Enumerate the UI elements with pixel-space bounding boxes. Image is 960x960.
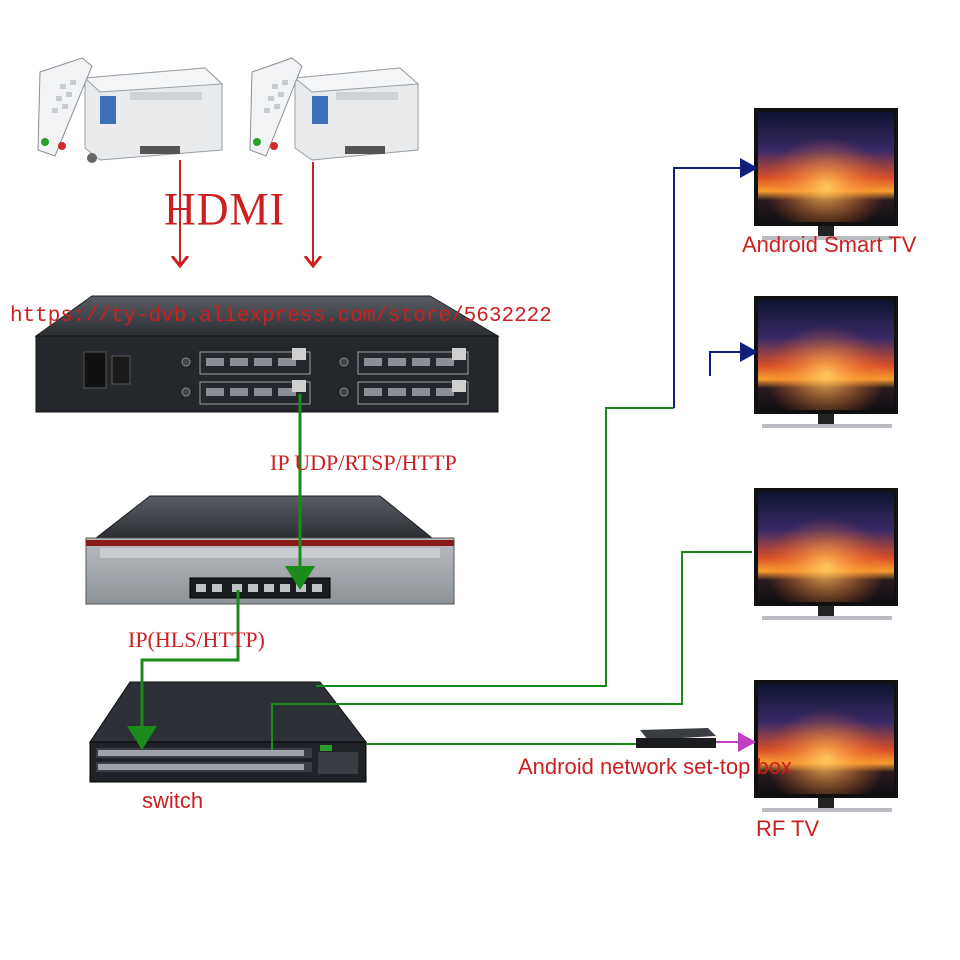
android-stb-label: Android network set-top box	[518, 754, 792, 779]
set-top-box-2	[249, 57, 420, 161]
ip-hls-label: IP(HLS/HTTP)	[128, 627, 265, 652]
tv-3	[754, 488, 898, 620]
network-switch	[89, 681, 368, 783]
streaming-server	[85, 495, 455, 605]
link-switch-to-smart-tv-green	[316, 407, 674, 687]
store-url-label: https://ty-dvb.aliexpress.com/store/5632…	[10, 305, 552, 328]
link-to-tv2-blue	[709, 342, 758, 376]
link-switch-to-tv3	[271, 551, 752, 750]
switch-label: switch	[142, 788, 204, 813]
hdmi-label: HDMI	[164, 183, 286, 236]
ip-udp-label: IP UDP/RTSP/HTTP	[270, 450, 457, 475]
android-smart-tv-label: Android Smart TV	[742, 232, 917, 257]
set-top-box-1	[37, 57, 224, 163]
tv-2	[754, 296, 898, 428]
android-stb	[636, 728, 716, 748]
link-to-tv1-blue	[673, 158, 758, 408]
hdmi-encoder	[34, 295, 500, 413]
rf-tv-label: RF TV	[756, 816, 820, 841]
tv-4	[754, 680, 898, 812]
tv-1	[754, 108, 898, 240]
link-server-to-switch	[127, 590, 240, 750]
